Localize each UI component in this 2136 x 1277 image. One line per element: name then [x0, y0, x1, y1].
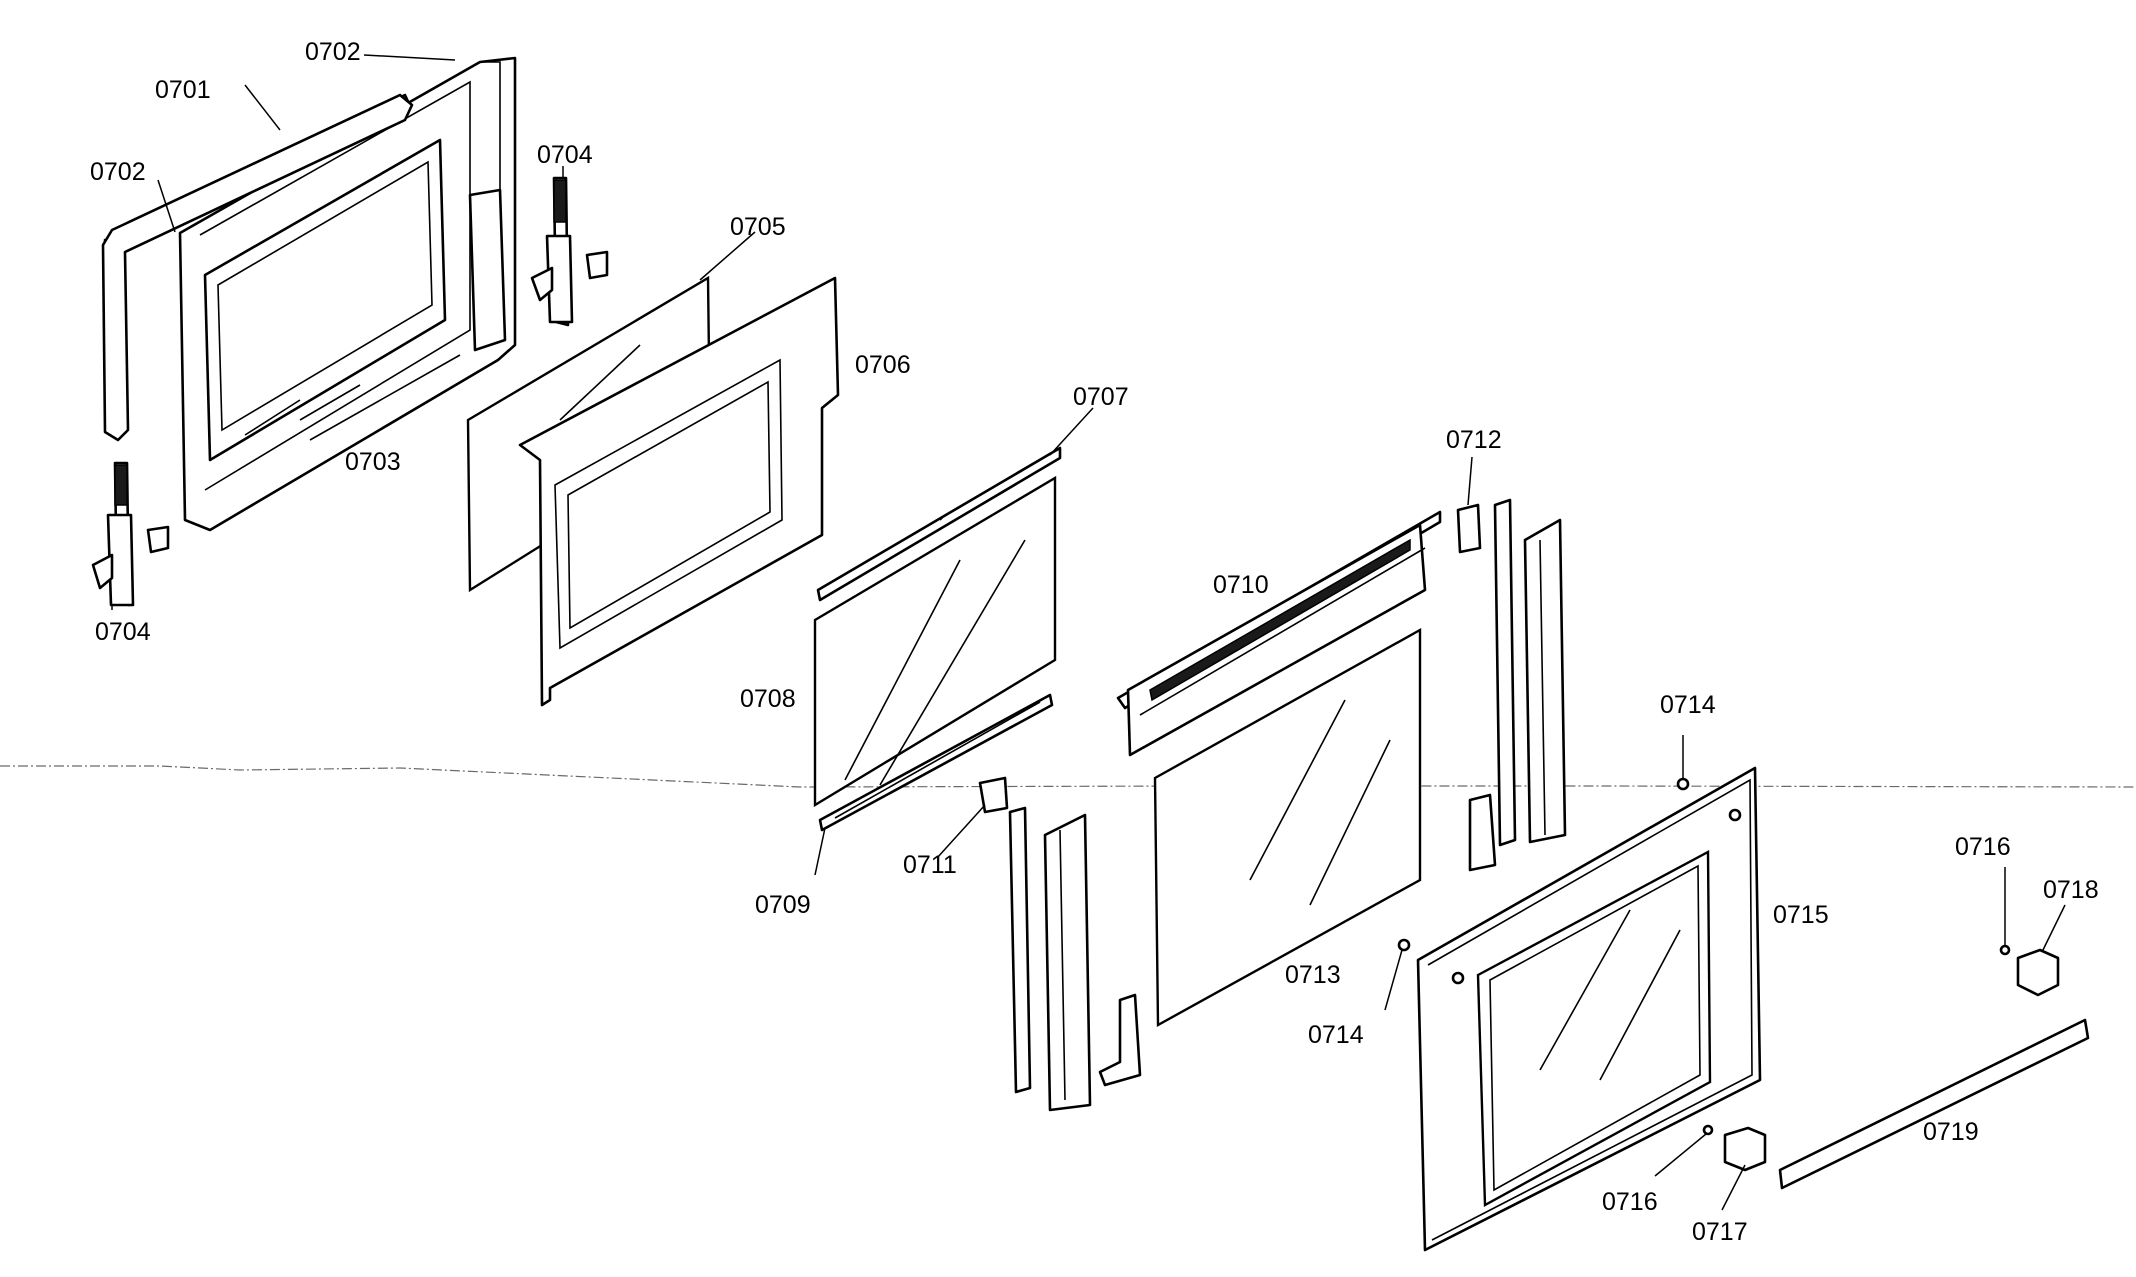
part-0717-handle-mount-left: [1723, 1126, 1767, 1172]
callout-0717: 0717: [1692, 1218, 1748, 1246]
callout-0702-left: 0702: [90, 158, 146, 186]
part-0702-door-gasket: [101, 93, 414, 442]
part-0704-hinge-lower: [91, 461, 170, 607]
part-0714-screw-lower: [1397, 938, 1411, 952]
part-0716-screw-upper: [1999, 944, 2011, 956]
callout-0718: 0718: [2043, 876, 2099, 904]
part-0711-bracket: [978, 776, 1009, 814]
part-0713-outer-glass: [1153, 627, 1422, 1028]
callout-0704-bottom: 0704: [95, 618, 151, 646]
part-0710-vent-assembly: [1116, 510, 1442, 757]
part-0706-glass-frame: [518, 276, 840, 707]
leader-lines: [111, 54, 2066, 1211]
part-0718-handle-mount-right: [2016, 948, 2060, 997]
callout-0703: 0703: [345, 448, 401, 476]
callout-0713: 0713: [1285, 961, 1341, 989]
callout-0701: 0701: [155, 76, 211, 104]
callout-0719: 0719: [1923, 1118, 1979, 1146]
callout-0714-top: 0714: [1660, 691, 1716, 719]
callout-0711: 0711: [903, 851, 957, 879]
callout-0707: 0707: [1073, 383, 1129, 411]
part-0714-screw-upper: [1676, 777, 1690, 791]
callout-0709: 0709: [755, 891, 811, 919]
callout-0710: 0710: [1213, 571, 1269, 599]
callout-0712: 0712: [1446, 426, 1502, 454]
part-0716-screw-lower: [1702, 1124, 1714, 1136]
callout-0705: 0705: [730, 213, 786, 241]
callout-0708: 0708: [740, 685, 796, 713]
part-0715-outer-door-panel: [1416, 766, 1762, 1252]
part-0707-top-trim-bar: [816, 446, 1062, 602]
part-0701-inner-door-frame: [103, 56, 517, 532]
callout-0715: 0715: [1773, 901, 1829, 929]
callout-0716-bottom: 0716: [1602, 1188, 1658, 1216]
part-0712-bracket: [1456, 503, 1482, 554]
part-0719-handle-bar: [1778, 1018, 2090, 1190]
callout-0702-top: 0702: [305, 38, 361, 66]
part-0708-middle-glass: [813, 475, 1057, 808]
callout-0706: 0706: [855, 351, 911, 379]
callout-0714-bottom: 0714: [1308, 1021, 1364, 1049]
part-0709-bottom-trim-bar: [818, 693, 1054, 832]
callout-0716-top: 0716: [1955, 833, 2011, 861]
door-side-rail-right: [1468, 498, 1567, 872]
scan-line: [0, 765, 2136, 788]
part-0704-hinge-upper: [530, 176, 609, 327]
door-side-rail-left: [1008, 806, 1142, 1112]
callout-0704-top: 0704: [537, 141, 593, 169]
